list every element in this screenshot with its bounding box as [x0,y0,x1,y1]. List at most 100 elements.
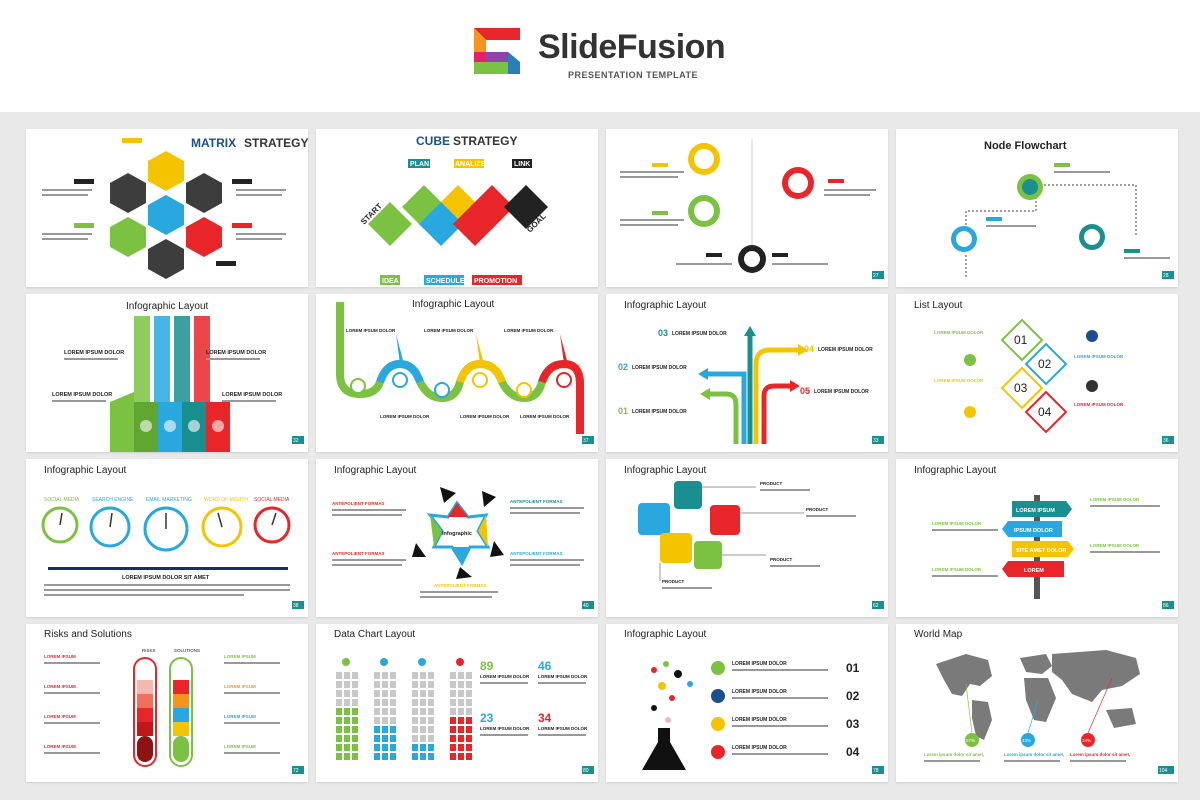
sign-desc-2: LOREM IPSUM DOLOR [932,521,982,526]
data-block [390,681,396,688]
data-block [458,699,464,706]
product-label-2: PRODUCT [806,507,829,512]
data-block [412,726,418,733]
slide-title: Infographic Layout [412,299,495,310]
sign-label-4: LOREM [1024,568,1044,574]
data-block [428,699,434,706]
data-block [382,690,388,697]
star-label-3: ANTEPOLIENT FORMAS [332,551,385,556]
data-block [420,690,426,697]
data-block [336,681,342,688]
data-block [466,681,472,688]
slide-infographic-signpost[interactable]: Infographic Layout LOREM IPSUM IPSUM DOL… [896,459,1178,617]
data-block [374,753,380,760]
data-block [374,672,380,679]
data-block [458,717,464,724]
stat-label-4: LOREM IPSUM DOLOR [538,726,588,731]
stat-3: 23 [480,711,494,725]
sign-label-3: SITE AMET DOLOR [1016,548,1067,554]
data-block [428,744,434,751]
product-label-3: PRODUCT [770,557,793,562]
data-block [458,753,464,760]
cube-idea-label: IDEA [382,278,399,285]
label-right-1: LOREM IPSUM DOLOR [206,350,266,356]
slide-title: List Layout [914,300,963,311]
label-05: LOREM IPSUM DOLOR [814,389,869,395]
slide-infographic-gauges[interactable]: Infographic Layout SOCIAL MEDIA SEARCH E… [26,459,308,617]
data-block [390,699,396,706]
label-1: LOREM IPSUM DOLOR [346,328,396,333]
item-label-3: LOREM IPSUM DOLOR [732,717,787,723]
data-block [428,681,434,688]
list-num-02: 02 [1038,357,1052,371]
gauge-caption: LOREM IPSUM DOLOR SIT AMET [122,575,210,581]
slide-risks-solutions[interactable]: Risks and Solutions RISKS SOLUTIONS LORE… [26,624,308,782]
slide-world-map[interactable]: World Map 57% 43% 34% Lorem ipsum dolor … [896,624,1178,782]
solution-label-3: LOREM IPSUM [224,714,256,719]
data-block [390,744,396,751]
label-right-2: LOREM IPSUM DOLOR [222,392,282,398]
data-block [344,744,350,751]
data-block [420,681,426,688]
data-block [466,672,472,679]
data-block [336,699,342,706]
data-block [412,672,418,679]
slide-infographic-columns[interactable]: Infographic Layout LOREM IPSUM DOLOR LOR… [26,294,308,452]
slide-infographic-cubes[interactable]: Infographic Layout PRODUCT PRODUCT PRODU… [606,459,888,617]
slide-number: 104 [1159,768,1168,774]
data-block [382,681,388,688]
slide-infographic-star[interactable]: Infographic Layout Infographic ANTEPOLIE… [316,459,598,617]
solution-label-1: LOREM IPSUM [224,654,256,659]
map-desc-2: Lorem ipsum dolor sit amet, [1004,752,1064,757]
slide-title: Data Chart Layout [334,629,415,640]
item-num-04: 04 [846,745,860,759]
stat-label-2: LOREM IPSUM DOLOR [538,674,588,679]
data-block [466,699,472,706]
item-num-02: 02 [846,689,860,703]
data-block [382,699,388,706]
list-num-03: 03 [1014,381,1028,395]
gauge-label-3: EMAIL MARKETING [146,497,192,503]
data-block [412,681,418,688]
data-block [352,690,358,697]
slide-number: 78 [873,768,879,774]
slide-number: 37 [583,438,589,444]
slide-timeline-icons[interactable]: 27 [606,129,888,287]
num-04: 04 [804,344,814,354]
data-block [450,699,456,706]
label-5: LOREM IPSUM DOLOR [460,414,510,419]
slide-list-layout[interactable]: List Layout 01 02 03 04 LOREM IPSUM DOLO… [896,294,1178,452]
risk-label-1: LOREM IPSUM [44,654,76,659]
data-block [374,744,380,751]
slide-cube-strategy[interactable]: CUBE STRATEGY PLAN ANALIZE LINK START GO… [316,129,598,287]
slide-infographic-arrows[interactable]: Infographic Layout 03 02 01 04 05 LOREM … [606,294,888,452]
data-block [352,672,358,679]
slide-infographic-wave[interactable]: Infographic Layout LOREM IPSUM DOLOR LOR… [316,294,598,452]
slide-infographic-flask[interactable]: Infographic Layout LOREM IPSUM DOLOR LOR… [606,624,888,782]
data-block [420,735,426,742]
data-block [344,699,350,706]
data-block [450,744,456,751]
slide-node-flowchart[interactable]: Node Flowchart 28 [896,129,1178,287]
data-block [420,672,426,679]
data-block [450,708,456,715]
map-stat-3: 34% [1082,738,1091,743]
data-block [450,753,456,760]
risks-label: RISKS [142,648,156,653]
data-block [412,744,418,751]
slide-number: 40 [583,603,589,609]
label-6: LOREM IPSUM DOLOR [520,414,570,419]
solution-label-2: LOREM IPSUM [224,684,256,689]
risk-label-4: LOREM IPSUM [44,744,76,749]
slide-data-chart-layout[interactable]: Data Chart Layout 89 46 23 34 LOREM IPSU… [316,624,598,782]
product-label-1: PRODUCT [760,481,783,486]
slide-matrix-strategy[interactable]: MATRIX STRATEGY [26,129,308,287]
sign-label-1: LOREM IPSUM [1016,508,1055,514]
data-block [466,753,472,760]
star-label-1: ANTEPOLIENT FORMAS [332,501,385,506]
data-block [382,717,388,724]
list-num-04: 04 [1038,405,1052,419]
cube-analize-label: ANALIZE [455,161,486,168]
slidefusion-logo-icon [474,28,520,74]
data-block [382,726,388,733]
